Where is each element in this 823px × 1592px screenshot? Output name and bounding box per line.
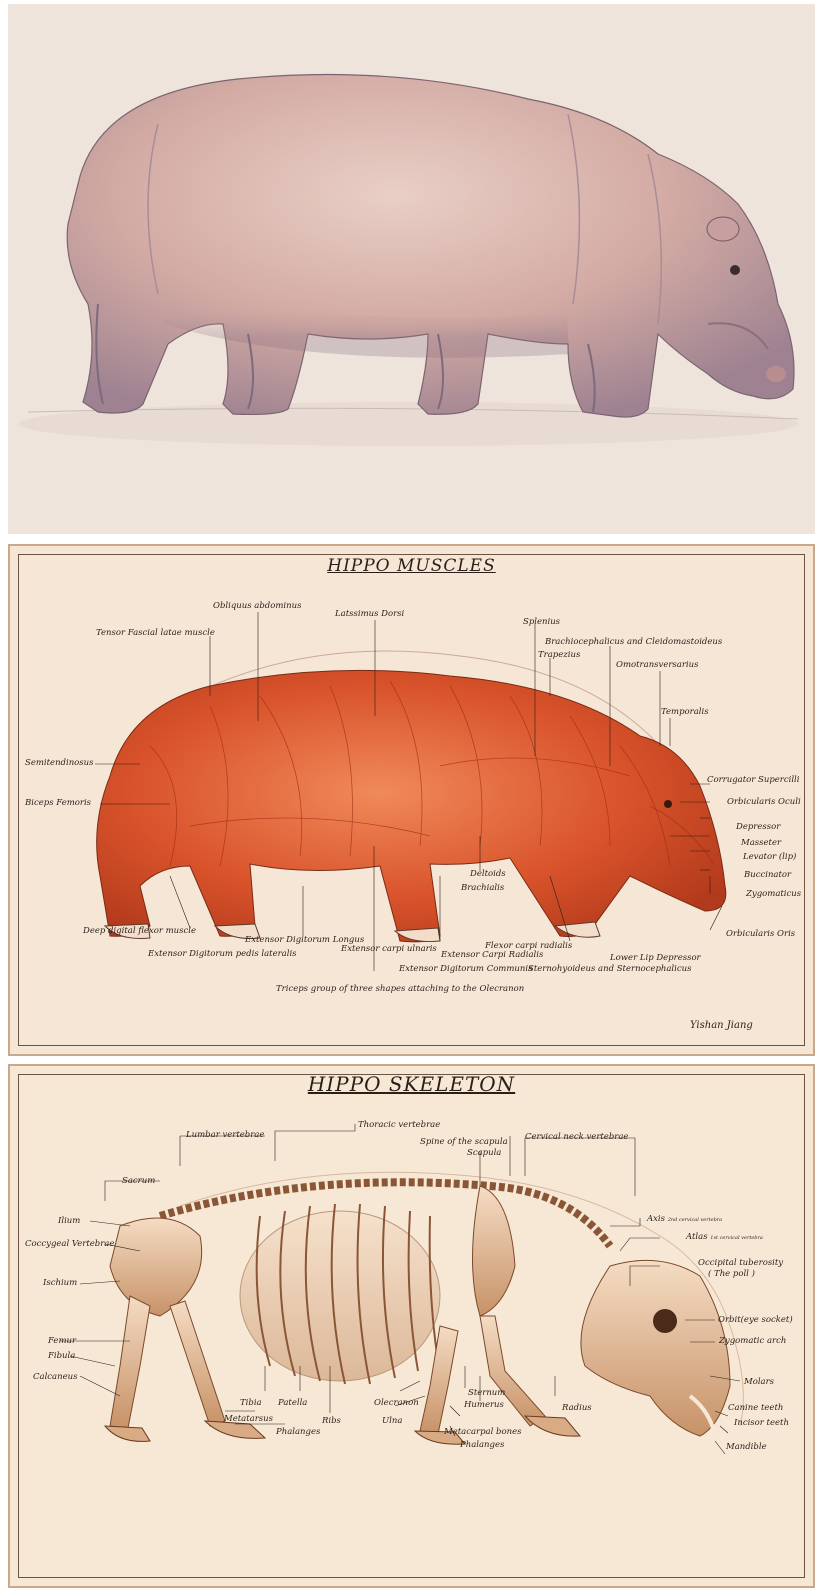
skeleton-illustration xyxy=(10,1066,813,1586)
label-sacrum: Sacrum xyxy=(122,1176,155,1186)
label-corrugator-supercilli: Corrugator Supercilli xyxy=(707,775,800,785)
label-sternum: Sternum xyxy=(468,1388,505,1398)
label-ribs: Ribs xyxy=(322,1416,341,1426)
label-depressor: Depressor xyxy=(736,822,780,832)
label-metatarsus: Metatarsus xyxy=(224,1414,273,1424)
label-triceps-group: Triceps group of three shapes attaching … xyxy=(276,984,524,994)
label-radius: Radius xyxy=(562,1403,592,1413)
label-spine-of-scapula: Spine of the scapula xyxy=(420,1137,508,1147)
hippo-drawing-panel xyxy=(8,4,815,534)
label-ulna: Ulna xyxy=(382,1416,402,1426)
label-canine-teeth: Canine teeth xyxy=(728,1403,783,1413)
label-phalanges-hind: Phalanges xyxy=(276,1427,320,1437)
muscles-panel: HIPPO MUSCLES xyxy=(8,544,815,1056)
muscle-illustration xyxy=(10,546,813,1054)
label-temporalis: Temporalis xyxy=(661,707,709,717)
label-orbit: Orbit(eye socket) xyxy=(718,1315,793,1325)
label-coccygeal-vertebrae: Coccygeal Vertebrae xyxy=(25,1239,114,1249)
label-tensor-fascia-latae: Tensor Fascial latae muscle xyxy=(96,628,215,638)
label-patella: Patella xyxy=(278,1398,307,1408)
label-biceps-femoris: Biceps Femoris xyxy=(25,798,91,808)
label-metacarpal-bones: Metacarpal bones xyxy=(444,1427,521,1437)
label-cervical-vertebrae: Cervical neck vertebrae xyxy=(525,1132,628,1142)
label-obliquus-abdominus: Obliquus abdominus xyxy=(213,601,301,611)
label-zygomatic-arch: Zygomatic arch xyxy=(719,1336,786,1346)
label-femur: Femur xyxy=(48,1336,76,1346)
label-masseter: Masseter xyxy=(741,838,781,848)
label-ischium: Ischium xyxy=(43,1278,77,1288)
label-mandible: Mandible xyxy=(726,1442,767,1452)
label-lower-lip-depressor: Lower Lip Depressor xyxy=(610,953,701,963)
label-splenius: Splenius xyxy=(523,617,560,627)
label-semitendinosus: Semitendinosus xyxy=(25,758,94,768)
label-levator-lip: Levator (lip) xyxy=(743,852,796,862)
label-extensor-carpi-ulnaris: Extensor carpi ulnaris xyxy=(341,944,437,954)
skeleton-panel: HIPPO SKELETON xyxy=(8,1064,815,1588)
label-deltoids: Deltoids xyxy=(470,869,506,879)
label-occipital-note: ( The poll ) xyxy=(708,1269,755,1279)
label-olecranon: Olecranon xyxy=(374,1398,419,1408)
label-scapula: Scapula xyxy=(467,1148,501,1158)
label-humerus: Humerus xyxy=(464,1400,504,1410)
label-atlas: Atlas 1st cervical vertebra xyxy=(686,1232,763,1243)
label-fibula: Fibula xyxy=(48,1351,75,1361)
label-extensor-digitorum-communis: Extensor Digitorum Communis xyxy=(399,964,532,974)
label-zygomaticus: Zygomaticus xyxy=(746,889,801,899)
label-ilium: Ilium xyxy=(58,1216,80,1226)
label-sternohyoideus: Sternohyoideus and Sternocephalicus xyxy=(528,964,691,974)
label-brachiocephalicus: Brachiocephalicus and Cleidomastoideus xyxy=(545,637,722,647)
label-latissimus-dorsi: Latssimus Dorsi xyxy=(335,609,404,619)
label-deep-digital-flexor: Deep digital flexor muscle xyxy=(83,926,196,936)
label-orbicularis-oris: Orbicularis Oris xyxy=(726,929,795,939)
label-brachialis: Brachialis xyxy=(461,883,504,893)
hippo-drawing xyxy=(8,4,815,534)
label-tibia: Tibia xyxy=(240,1398,262,1408)
label-thoracic-vertebrae: Thoracic vertebrae xyxy=(358,1120,440,1130)
label-trapezius: Trapezius xyxy=(538,650,580,660)
label-omotransversarius: Omotransversarius xyxy=(616,660,698,670)
label-lumbar-vertebrae: Lumbar vertebrae xyxy=(186,1130,264,1140)
label-orbicularis-oculi: Orbicularis Oculi xyxy=(727,797,801,807)
label-buccinator: Buccinator xyxy=(744,870,791,880)
label-incisor-teeth: Incisor teeth xyxy=(734,1418,789,1428)
label-axis: Axis 2nd cervical vertebra xyxy=(647,1214,722,1225)
label-extensor-digitorum-pedis: Extensor Digitorum pedis lateralis xyxy=(148,949,297,959)
label-phalanges-fore: Phalanges xyxy=(460,1440,504,1450)
label-molars: Molars xyxy=(744,1377,774,1387)
label-occipital-tuberosity: Occipital tuberosity xyxy=(698,1258,783,1268)
artist-signature: Yishan Jiang xyxy=(690,1020,753,1031)
label-extensor-carpi-radialis: Extensor Carpi Radialis xyxy=(441,950,543,960)
label-calcaneus: Calcaneus xyxy=(33,1372,77,1382)
